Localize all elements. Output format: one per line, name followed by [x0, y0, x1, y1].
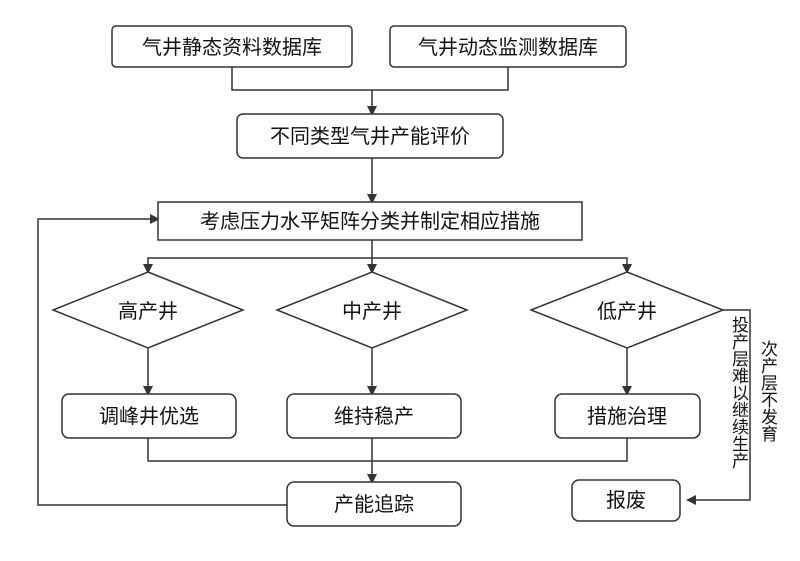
low-well-label: 低产井	[597, 299, 657, 323]
classify-box	[157, 201, 583, 241]
mid-action-box	[286, 393, 462, 439]
mid-well-label: 中产井	[342, 299, 402, 323]
connectors	[37, 67, 751, 506]
static-db-label: 气井静态资料数据库	[142, 35, 322, 59]
static-db-box	[111, 25, 353, 68]
low-action-label: 措施治理	[587, 404, 667, 428]
high-well-diamond	[50, 271, 246, 349]
classify-label: 考虑压力水平矩阵分类并制定相应措施	[200, 209, 540, 233]
evaluation-box	[236, 113, 504, 159]
edge-low-action-to-merge	[372, 438, 628, 462]
edge-static-to-merge	[231, 67, 372, 91]
high-action-label: 调峰井优选	[99, 404, 199, 428]
evaluation-label: 不同类型气井产能评价	[270, 124, 470, 148]
tracking-box	[286, 481, 462, 527]
dynamic-db-box	[389, 25, 627, 68]
scrap-box	[571, 479, 681, 522]
edge-classify-split	[143, 240, 373, 274]
dynamic-db-label: 气井动态监测数据库	[418, 35, 598, 59]
high-well-label: 高产井	[118, 299, 178, 323]
mid-action-label: 维持稳产	[334, 404, 414, 428]
edge-low-to-scrap	[686, 309, 751, 505]
tracking-label: 产能追踪	[334, 492, 414, 516]
edge-high-action-to-merge	[147, 438, 372, 462]
edge-classify-to-low	[372, 257, 632, 274]
edge-dynamic-to-merge	[372, 67, 509, 91]
mid-well-diamond	[274, 271, 470, 349]
edge-label-secondary-undeveloped: 次产层不发育	[757, 340, 777, 442]
low-well-diamond	[528, 271, 726, 349]
scrap-label: 报废	[606, 488, 646, 512]
high-action-box	[61, 393, 237, 439]
low-action-box	[554, 393, 701, 439]
edge-tracking-feedback	[37, 214, 287, 506]
edge-label-layer-cannot-continue: 投产层难以继续生产	[728, 316, 748, 469]
